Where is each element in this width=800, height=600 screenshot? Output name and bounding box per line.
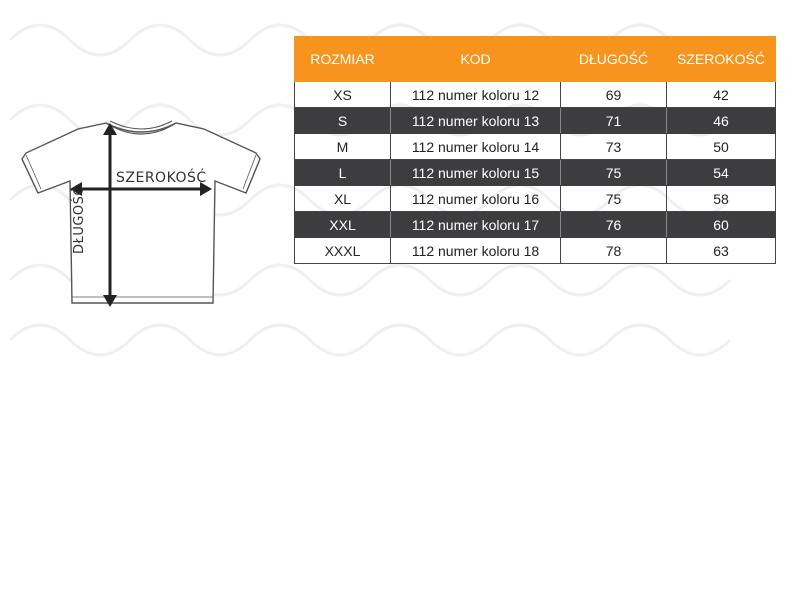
cell-size: XXXL (294, 237, 391, 264)
cell-length: 75 (560, 185, 667, 212)
cell-size: M (294, 133, 391, 160)
length-arrow (103, 123, 117, 307)
cell-code: 112 numer koloru 17 (390, 211, 561, 238)
table-row: XXL 112 numer koloru 17 76 60 (294, 211, 776, 238)
cell-code: 112 numer koloru 13 (390, 107, 561, 134)
cell-width: 63 (666, 237, 776, 264)
cell-size: XXL (294, 211, 391, 238)
cell-width: 60 (666, 211, 776, 238)
cell-width: 58 (666, 185, 776, 212)
cell-size: L (294, 159, 391, 186)
tshirt-outline (21, 122, 261, 304)
cell-code: 112 numer koloru 18 (390, 237, 561, 264)
table-row: XXXL 112 numer koloru 18 78 63 (294, 237, 776, 264)
cell-length: 75 (560, 159, 667, 186)
cell-code: 112 numer koloru 12 (390, 81, 561, 108)
cell-width: 42 (666, 81, 776, 108)
width-arrow (70, 182, 212, 196)
cell-length: 69 (560, 81, 667, 108)
cell-code: 112 numer koloru 15 (390, 159, 561, 186)
table-row: L 112 numer koloru 15 75 54 (294, 159, 776, 186)
cell-length: 71 (560, 107, 667, 134)
cell-width: 50 (666, 133, 776, 160)
table-row: XL 112 numer koloru 16 75 58 (294, 185, 776, 212)
cell-size: S (294, 107, 391, 134)
cell-width: 54 (666, 159, 776, 186)
tshirt-collar (105, 122, 177, 135)
header-length: DŁUGOŚĆ (560, 36, 667, 82)
cell-length: 76 (560, 211, 667, 238)
cell-width: 46 (666, 107, 776, 134)
tshirt-diagram (21, 120, 261, 307)
cell-length: 78 (560, 237, 667, 264)
cell-size: XL (294, 185, 391, 212)
cell-length: 73 (560, 133, 667, 160)
width-label: SZEROKOŚĆ (116, 170, 207, 186)
header-code: KOD (390, 36, 561, 82)
header-size: ROZMIAR (294, 36, 391, 82)
table-row: XS 112 numer koloru 12 69 42 (294, 81, 776, 108)
header-width: SZEROKOŚĆ (666, 36, 776, 82)
cell-code: 112 numer koloru 14 (390, 133, 561, 160)
length-label: DŁUGOŚĆ (72, 186, 87, 254)
cell-code: 112 numer koloru 16 (390, 185, 561, 212)
table-header-row: ROZMIAR KOD DŁUGOŚĆ SZEROKOŚĆ (294, 36, 776, 82)
size-table: ROZMIAR KOD DŁUGOŚĆ SZEROKOŚĆ XS 112 num… (294, 36, 776, 264)
table-row: S 112 numer koloru 13 71 46 (294, 107, 776, 134)
table-row: M 112 numer koloru 14 73 50 (294, 133, 776, 160)
cell-size: XS (294, 81, 391, 108)
